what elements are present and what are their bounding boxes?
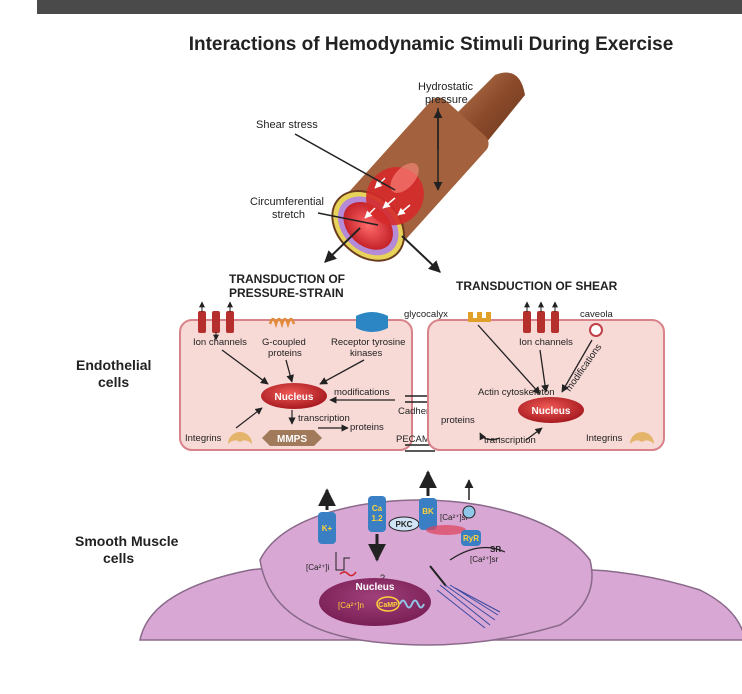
g-coupled-label-2: proteins [268, 348, 302, 359]
ca-n-label: [Ca²⁺]n [338, 601, 364, 610]
calcium-spark [426, 525, 466, 535]
camp-shape [376, 596, 400, 612]
right-integrin-icon [630, 432, 654, 444]
shear-stress-label: Shear stress [256, 119, 318, 131]
right-ion-channels-icon [523, 301, 559, 333]
camp-label: CaMP [378, 602, 398, 609]
pressure-heading-2: PRESSURE-STRAIN [229, 286, 344, 300]
left-nucleus [261, 383, 327, 409]
ca-sr-bottom-label: [Ca²⁺]sr [470, 555, 499, 564]
sr-membrane [449, 546, 506, 561]
hydrostatic-pressure-label: Hydrostatic [418, 81, 474, 93]
ca-i-trace [335, 552, 350, 571]
right-signal-arrows [477, 324, 593, 395]
caveola-label: caveola [580, 309, 613, 320]
receptor-tyrosine-kinase-icon [356, 312, 388, 332]
smooth-muscle-label-2: cells [103, 550, 134, 566]
left-proteins-label: proteins [350, 422, 384, 433]
g-coupled-label: G-coupled [262, 337, 306, 348]
left-signal-arrows [221, 349, 365, 385]
left-nucleus-label: Nucleus [275, 392, 314, 403]
smc-nucleus-label: Nucleus [356, 582, 395, 593]
cadherins-label: Cadherins [398, 406, 442, 417]
question-label: ? [380, 573, 385, 583]
left-modifications-label: modifications [334, 387, 390, 398]
left-ion-channels-label: Ion channels [193, 337, 247, 348]
top-bar [37, 0, 742, 14]
smooth-muscle-label: Smooth Muscle [75, 533, 179, 549]
ca-i-trace-red [339, 571, 357, 577]
ca-sr-top-label: [Ca²⁺]sr [440, 513, 469, 522]
circumferential-stretch-label-2: stretch [272, 209, 305, 221]
ca-i-label: [Ca²⁺]i [306, 563, 330, 572]
right-nucleus [518, 397, 584, 423]
right-integrins-label: Integrins [586, 433, 623, 444]
pecam-label: PECAM-1 [396, 434, 438, 445]
pressure-heading: TRANSDUCTION OF [229, 272, 345, 286]
ryr-icon [461, 530, 481, 546]
stretch-pointer [317, 212, 379, 226]
filament-bundle-icon [436, 584, 501, 629]
left-integrin-icon [228, 432, 252, 444]
left-transcription-label: transcription [298, 413, 350, 424]
endothelial-label-2: cells [98, 374, 129, 390]
diagram-title: Interactions of Hemodynamic Stimuli Duri… [188, 34, 674, 55]
blood-vessel-illustration [331, 72, 525, 262]
ca-channel-label-2: 1.2 [371, 514, 383, 523]
rtk-label: Receptor tyrosine [331, 337, 405, 348]
smooth-muscle-nucleus [319, 578, 431, 626]
arrow-to-pressure [324, 227, 361, 263]
endothelial-label: Endothelial [76, 357, 151, 373]
ryr-top-icon [462, 505, 476, 519]
pkc-label: PKC [396, 520, 413, 529]
circumferential-stretch-label: Circumferential [250, 196, 324, 208]
hydrostatic-pressure-label-2: pressure [425, 94, 468, 106]
signal-line [429, 565, 447, 587]
proteins-return-arrow [479, 432, 501, 441]
arrow-to-shear [401, 235, 441, 273]
k-channel-icon [318, 512, 336, 544]
g-coupled-protein-icon [268, 317, 296, 329]
ca-channel-label: Ca [372, 504, 383, 513]
actin-cytoskeleton-label: Actin cytoskeleton [478, 387, 555, 398]
glycocalyx-label: glycocalyx [404, 309, 448, 320]
left-integrins-label: Integrins [185, 433, 222, 444]
right-transcription-arrow [525, 427, 543, 441]
mmps-shape [262, 430, 322, 446]
right-ion-channels-label: Ion channels [519, 337, 573, 348]
dna-helix-icon [399, 599, 425, 609]
sr-label: SR [490, 545, 501, 554]
k-channel-label: K+ [322, 524, 333, 533]
right-nucleus-label: Nucleus [532, 406, 571, 417]
right-proteins-label: proteins [441, 415, 475, 426]
bk-channel-label: BK [422, 507, 434, 516]
left-ion-channels-icon [198, 301, 234, 341]
glycocalyx-icon [468, 312, 491, 322]
smooth-muscle-cells [139, 499, 742, 646]
ryr-label: RyR [463, 534, 479, 543]
integrin-arrow [235, 407, 263, 429]
right-transcription-label: transcription [484, 435, 536, 446]
ca-channel-icon [368, 496, 386, 532]
shear-stress-pointer [294, 133, 396, 191]
bk-channel-icon [419, 498, 437, 530]
caveola-icon [589, 323, 603, 337]
rtk-label-2: kinases [350, 348, 382, 359]
mmps-label: MMPS [277, 434, 307, 445]
shear-heading: TRANSDUCTION OF SHEAR [456, 279, 618, 293]
